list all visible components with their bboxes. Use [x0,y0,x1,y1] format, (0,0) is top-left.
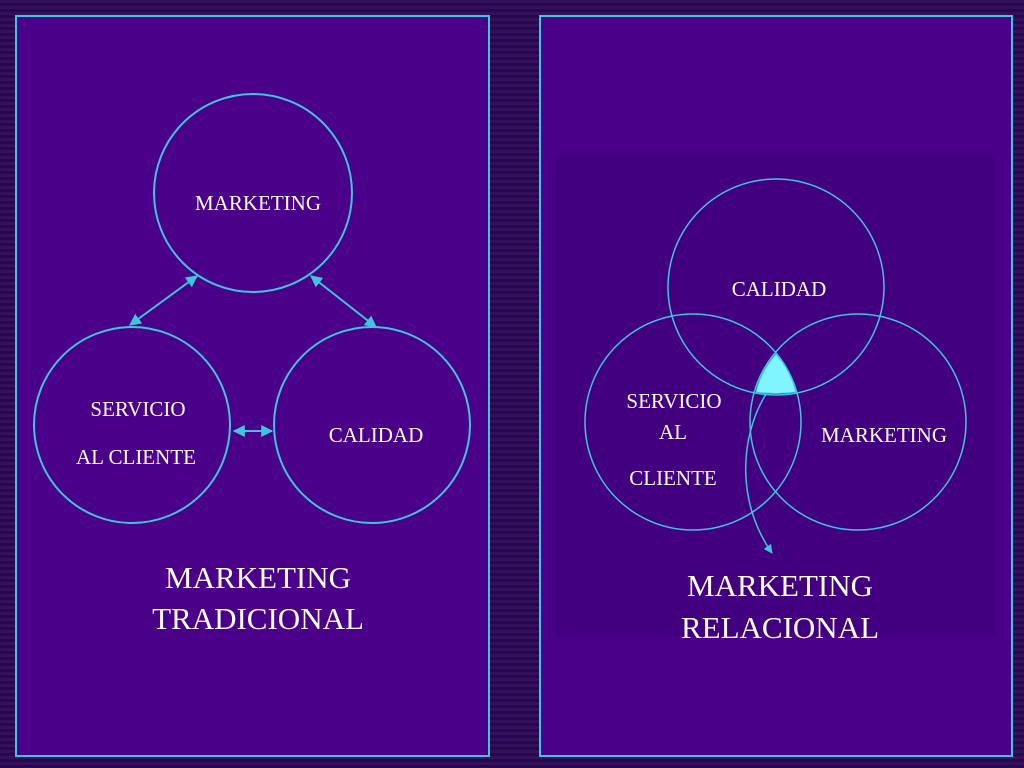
label-servicio-line2-relational: AL [659,420,687,444]
label-servicio-line1-relational: SERVICIO [626,389,721,413]
circle-servicio-relational [584,313,802,531]
label-servicio-line2-traditional: AL CLIENTE [76,445,196,469]
circle-servicio-traditional [33,326,231,524]
caption-relational-line1: MARKETING [687,568,873,603]
intersection-highlight [755,353,797,394]
caption-relational-line2: RELACIONAL [681,610,879,645]
label-servicio-line1-traditional: SERVICIO [90,397,185,421]
left-panel [15,15,490,757]
label-calidad-relational: CALIDAD [732,277,827,301]
caption-traditional-line2: TRADICIONAL [152,601,364,636]
label-servicio-line3-relational: CLIENTE [629,466,716,490]
label-marketing-traditional: MARKETING [195,191,321,215]
circle-marketing-relational [749,313,967,531]
label-calidad-traditional: CALIDAD [329,423,424,447]
caption-traditional-line1: MARKETING [165,560,351,595]
curved-arrow-intersection [745,393,773,554]
circle-marketing-traditional [153,93,353,293]
circle-calidad-relational [667,178,885,396]
arrow-marketing-servicio [129,275,198,326]
arrow-marketing-calidad [310,275,377,328]
label-marketing-relational: MARKETING [821,423,947,447]
